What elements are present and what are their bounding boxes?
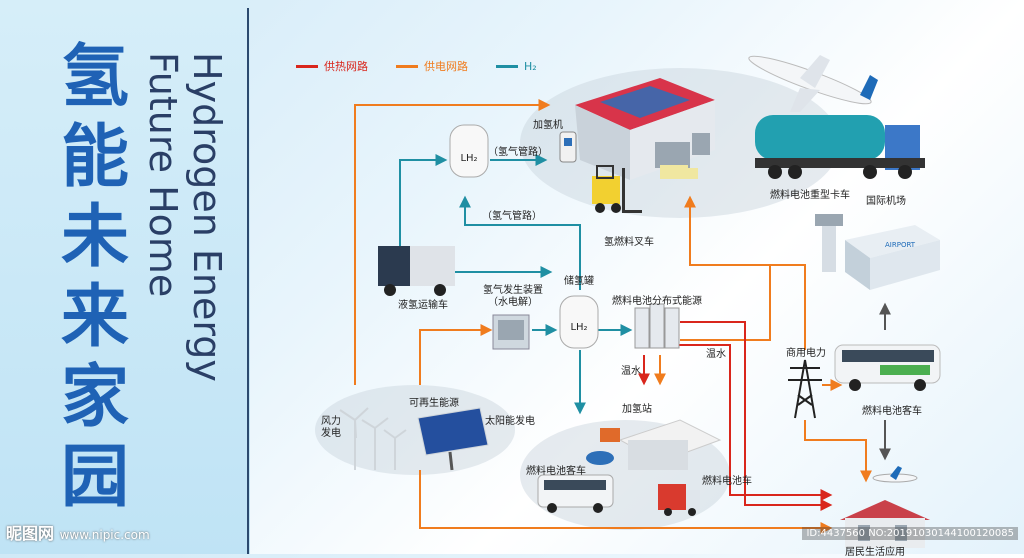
heat-lines	[638, 321, 833, 511]
bus-bottom-label: 燃料电池客车	[526, 466, 586, 477]
heavy-truck-label: 燃料电池重型卡车	[770, 190, 850, 201]
airplane-icon	[748, 55, 878, 112]
legend-heat: 供热网路	[296, 58, 368, 74]
small-truck-icon	[660, 165, 698, 179]
pipe-label-mid: （氢气管路）	[482, 211, 542, 222]
h2-lines	[399, 154, 633, 415]
logo-url: www.nipic.com	[59, 528, 150, 542]
bus-right-icon	[834, 344, 941, 391]
power-lines	[354, 99, 872, 534]
hydrogen-dispenser-label: 加氢机	[533, 120, 563, 131]
station-truck-icon	[658, 484, 700, 516]
lh2-tank-top	[449, 124, 489, 178]
commercial-power-label: 商用电力	[786, 348, 826, 359]
wind-label: 风力 发电	[321, 416, 341, 439]
watermark-id: ID:4437560 NO:20191030144100120085	[802, 527, 1018, 540]
legend-swatch	[296, 64, 318, 68]
forklift-label: 氢燃料叉车	[604, 237, 654, 248]
power-line	[419, 324, 493, 385]
power-line	[804, 420, 872, 483]
pipe-label-top: （氢气管路）	[488, 147, 548, 158]
lh2-label-top: LH₂	[460, 153, 478, 164]
power-line	[680, 195, 771, 341]
airport-building	[815, 214, 940, 290]
solar-panel-icon	[417, 407, 489, 471]
legend-swatch	[396, 64, 418, 68]
title-char: 园	[60, 438, 129, 517]
title-char: 未	[60, 198, 129, 277]
transport-truck-icon	[378, 246, 455, 296]
legend-label: 供热网路	[324, 60, 368, 73]
garage-building	[575, 78, 715, 180]
airport-label: 国际机场	[866, 196, 906, 207]
electrolyzer-icon	[492, 314, 530, 350]
warm-water-label: 温水	[621, 366, 641, 377]
title-char: 来	[60, 278, 129, 357]
title-char: 家	[60, 358, 129, 437]
title-chinese: 氢 能 未 来 家 园	[50, 38, 140, 518]
lh2-label-storage: LH₂	[570, 322, 588, 333]
distributed-power-label: 燃料电池分布式能源	[612, 296, 702, 307]
h2-generator-label: 氢气发生装置 （水电解）	[483, 285, 543, 308]
h2-line	[459, 195, 581, 290]
legend: 供热网路 供电网路 H₂	[296, 58, 537, 74]
residential-building	[840, 500, 930, 548]
divider	[247, 8, 249, 554]
power-line	[770, 264, 806, 350]
small-airplane-icon	[872, 466, 918, 483]
title-english: Hydrogen Energy Future Home	[140, 52, 229, 382]
forklift-icon	[592, 165, 642, 213]
bus-right-label: 燃料电池客车	[862, 406, 922, 417]
transport-truck-label: 液氢运输车	[398, 300, 448, 311]
heat-line	[680, 321, 833, 511]
power-line	[354, 99, 551, 385]
car-label: 燃料电池车	[702, 476, 752, 487]
title-english-line: Hydrogen Energy	[185, 52, 229, 382]
renewable-label: 可再生能源	[409, 398, 459, 409]
logo-main: 昵图网	[6, 524, 55, 543]
lh2-tank-storage	[559, 295, 599, 349]
legend-power: 供电网路	[396, 58, 468, 74]
wind-turbine-icons	[339, 407, 407, 470]
title-char: 氢	[60, 38, 129, 117]
fuel-cell-cabinet-icon	[634, 303, 680, 349]
airport-sign: AIRPORT	[885, 241, 916, 249]
h2-line	[399, 154, 448, 250]
power-line	[419, 470, 833, 534]
legend-label: H₂	[524, 59, 537, 73]
hydrogen-station-building	[600, 419, 722, 470]
power-tower-icon	[788, 359, 822, 419]
heat-line	[660, 344, 833, 501]
residential-label: 居民生活应用	[845, 547, 905, 558]
title-char: 能	[60, 118, 129, 197]
warm-water-label: 温水	[706, 349, 726, 360]
station-car-icon	[586, 451, 614, 465]
storage-tank-label: 储氢罐	[564, 276, 594, 287]
legend-swatch	[496, 64, 518, 68]
hydrogen-dispenser-icon	[559, 131, 577, 163]
solar-label: 太阳能发电	[485, 416, 535, 427]
title-english-line: Future Home	[141, 52, 185, 298]
legend-h2: H₂	[496, 58, 537, 74]
station-label: 加氢站	[622, 404, 652, 415]
legend-label: 供电网路	[424, 60, 468, 73]
title-panel	[0, 0, 250, 554]
site-logo: 昵图网 www.nipic.com	[6, 520, 150, 544]
heavy-truck-icon	[755, 115, 925, 179]
station-bus-icon	[537, 474, 614, 513]
